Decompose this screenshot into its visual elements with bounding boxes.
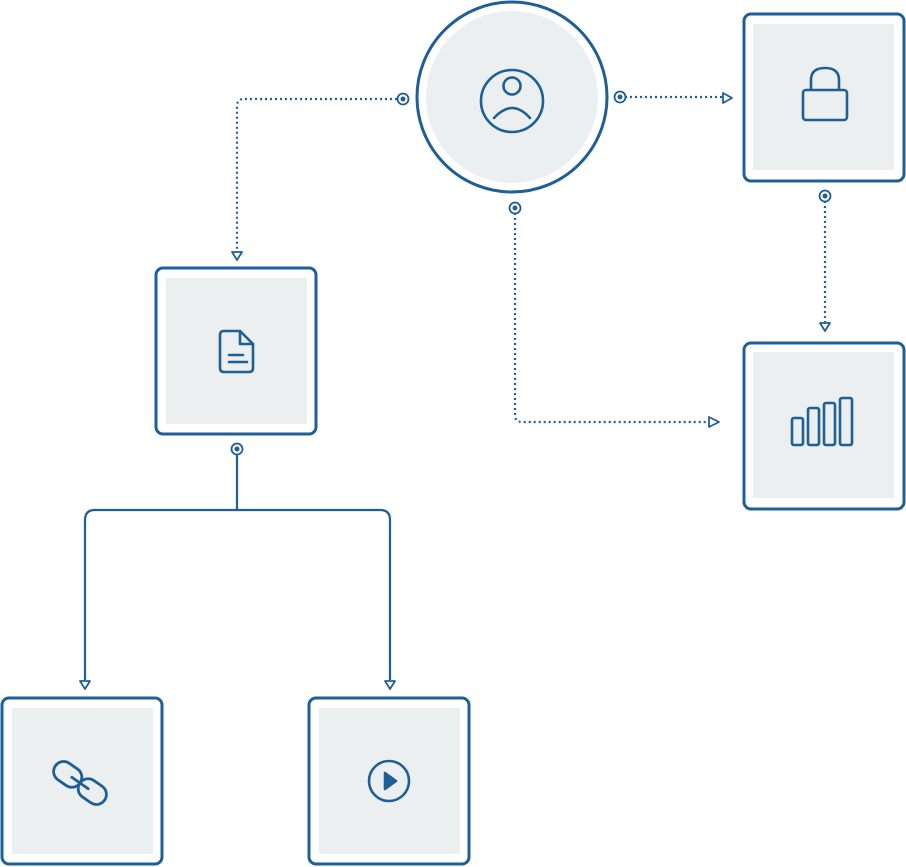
play-node[interactable] [307, 696, 471, 866]
connector-user-left [396, 92, 410, 106]
arrowhead-play [384, 680, 396, 690]
chart-node[interactable] [742, 341, 906, 511]
edge-document-to-link [83, 508, 237, 680]
edges [83, 95, 827, 680]
link-node[interactable] [0, 696, 164, 866]
connector-dots [230, 90, 832, 456]
document-node[interactable] [154, 266, 318, 436]
connector-lock-bottom [818, 189, 832, 203]
lock-icon [801, 66, 849, 122]
edge-user-to-chart [513, 208, 708, 424]
edge-document-to-play [237, 508, 392, 680]
arrowhead-document [231, 251, 243, 261]
arrowhead-chart-top [819, 322, 831, 332]
user-icon [479, 68, 545, 134]
edge-user-to-document [235, 97, 402, 252]
arrowheads [79, 92, 831, 690]
lock-node[interactable] [742, 12, 906, 183]
connector-user-bottom [508, 201, 522, 215]
arrowhead-lock [722, 92, 733, 104]
arrowhead-chart [708, 416, 720, 428]
arrowhead-link [79, 680, 91, 690]
play-icon [367, 759, 411, 803]
document-icon [218, 329, 255, 374]
user-node[interactable] [415, 0, 609, 194]
connector-user-right [613, 90, 627, 104]
bar-chart-icon [790, 396, 854, 447]
connector-document-bottom [230, 442, 244, 456]
link-icon [52, 760, 108, 806]
